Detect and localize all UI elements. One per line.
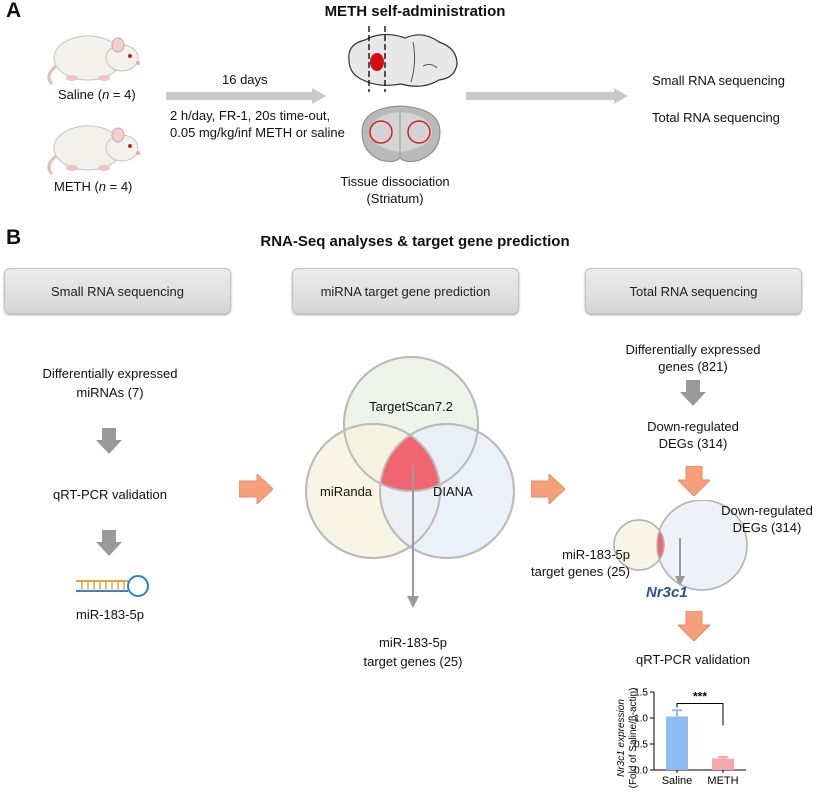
x-tick-label-saline: Saline [662, 775, 693, 787]
saline-group-label: Saline (n = 4) [58, 87, 136, 102]
venn-deg-line-1: Down-regulated [721, 503, 813, 518]
meth-group-label: METH (n = 4) [54, 179, 133, 194]
sequencing-arrow [466, 88, 628, 104]
right-orange-arrow-1 [678, 466, 710, 496]
duration-label: 16 days [222, 72, 268, 87]
bar-meth [712, 758, 734, 770]
box-target-prediction: miRNA target gene prediction [292, 268, 519, 314]
protocol-line-2: 0.05 mg/kg/inf METH or saline [170, 125, 345, 140]
output-total-rna: Total RNA sequencing [652, 110, 780, 125]
down-deg-line-1: Down-regulated [647, 419, 739, 434]
significance-bracket [676, 702, 724, 726]
venn-result-line-2: target genes (25) [363, 654, 463, 669]
tissue-line-1: Tissue dissociation [340, 174, 450, 189]
venn-target-line-1: miR-183-5p [562, 547, 630, 562]
venn-label-miranda: miRanda [320, 484, 373, 499]
deg-line-1: Differentially expressed [625, 342, 761, 357]
venn-target-line-2: target genes (25) [530, 564, 630, 579]
y-tick-label: 1.5 [634, 688, 648, 699]
protocol-line-1: 2 h/day, FR-1, 20s time-out, [170, 108, 331, 123]
box-small-rna: Small RNA sequencing [4, 268, 231, 314]
nr3c1-bar-chart: Nr3c1 expression (Fold of Saline/β-actin… [616, 688, 746, 789]
left-gray-arrow-2 [96, 530, 122, 556]
de-mirna-line-1: Differentially expressed [42, 366, 178, 381]
de-mirna-line-2: miRNAs (7) [76, 385, 144, 400]
orange-arrow-left [239, 474, 273, 504]
panel-b-letter: B [6, 226, 22, 249]
venn-label-diana: DIANA [433, 484, 473, 499]
three-way-venn [305, 356, 515, 608]
venn-deg-line-2: DEGs (314) [732, 520, 802, 535]
panel-a-title: METH self-administration [324, 3, 506, 20]
brain-coronal-image [361, 105, 441, 163]
x-tick-label-meth: METH [707, 775, 738, 787]
venn-overlap-region [380, 424, 440, 491]
mirna-hairpin-icon [76, 575, 149, 597]
two-way-venn [613, 500, 748, 591]
brain-sagittal-image [348, 26, 458, 92]
bar-saline [666, 716, 688, 770]
venn-label-targetscan: TargetScan7.2 [369, 399, 453, 414]
left-gray-arrow-1 [96, 428, 122, 454]
venn-result-line-1: miR-183-5p [379, 635, 447, 650]
saline-rat-image [47, 35, 140, 86]
y-tick-label: 0.5 [634, 740, 648, 751]
mirna-name-label: miR-183-5p [76, 607, 144, 622]
protocol-arrow [166, 88, 326, 104]
y-tick-label: 1.0 [634, 714, 648, 725]
y-tick-label: 0.0 [634, 766, 648, 777]
deg-line-2: genes (821) [658, 359, 728, 374]
meth-rat-image [47, 125, 140, 176]
panel-a-letter: A [6, 0, 22, 22]
tissue-line-2: (Striatum) [366, 191, 424, 206]
significance-label: *** [693, 689, 707, 703]
gene-name-label: Nr3c1 [646, 584, 688, 601]
right-orange-arrow-2 [678, 611, 710, 641]
output-small-rna: Small RNA sequencing [652, 73, 785, 88]
orange-arrow-right [531, 474, 565, 504]
right-gray-arrow [680, 380, 706, 406]
box-total-rna: Total RNA sequencing [585, 268, 802, 314]
left-qpcr-label: qRT-PCR validation [53, 487, 167, 502]
y-axis-label-1: Nr3c1 expression [616, 699, 627, 777]
panel-b-title: RNA-Seq analyses & target gene predictio… [260, 233, 570, 250]
down-deg-line-2: DEGs (314) [658, 436, 728, 451]
y-axis-label-2: (Fold of Saline/β-actin) [628, 688, 639, 789]
right-qpcr-label: qRT-PCR validation [636, 652, 750, 667]
